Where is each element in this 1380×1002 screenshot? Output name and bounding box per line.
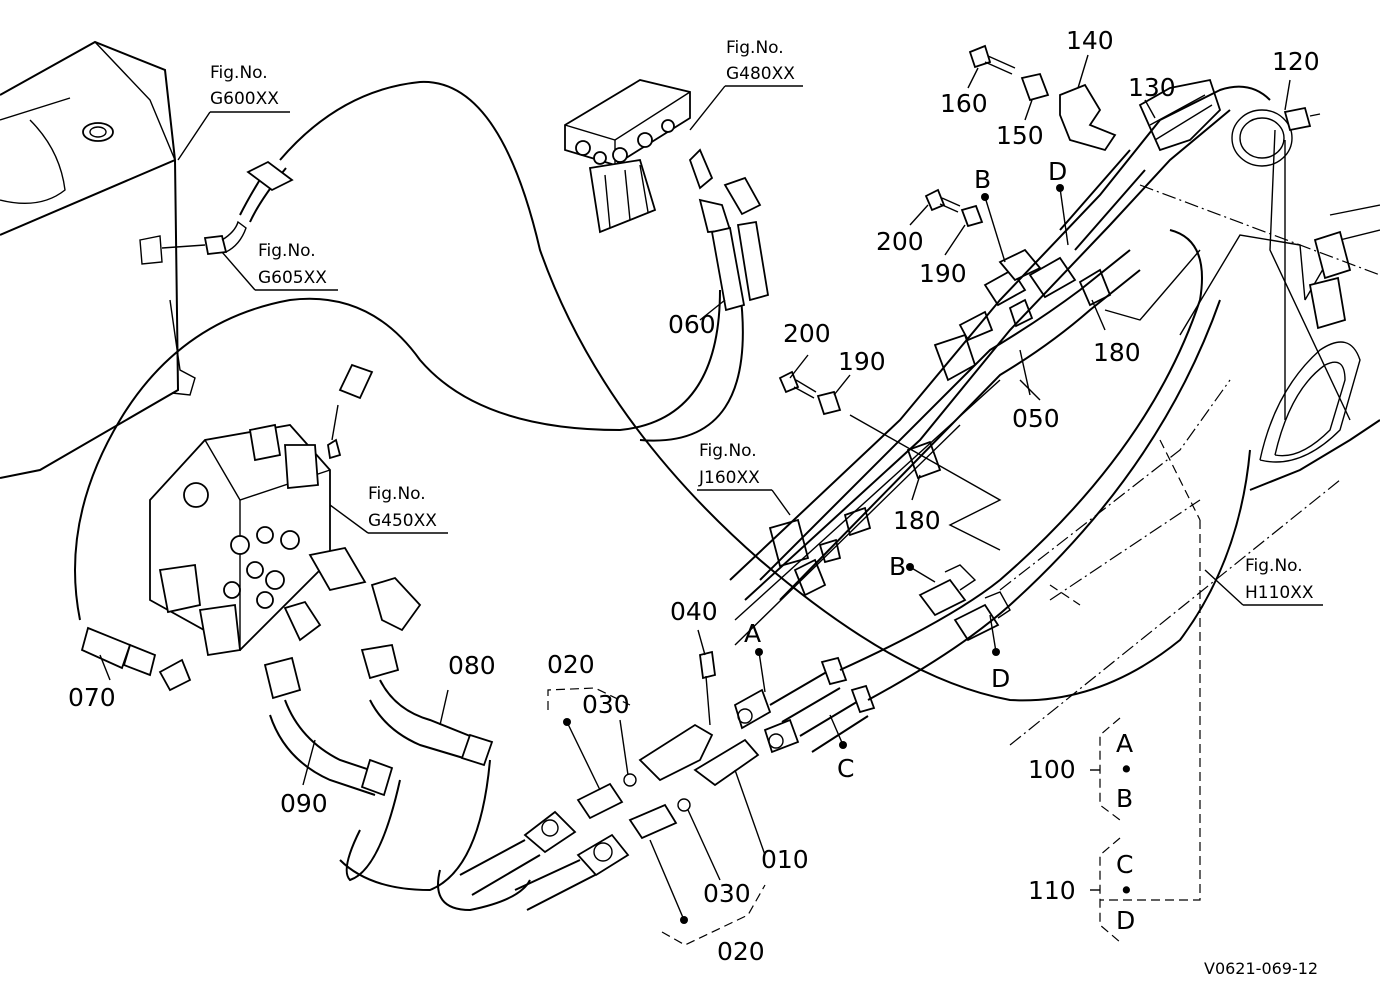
part-label-190-upper: 190	[919, 259, 967, 288]
part-label-030-bottom: 030	[703, 879, 751, 908]
fig-ref-prefix: Fig.No.	[258, 241, 316, 261]
part-label-020-top: 020	[547, 650, 595, 679]
drawing-reference: V0621-069-12	[1204, 959, 1318, 978]
set-100: A • B	[1116, 729, 1134, 813]
part-label-140: 140	[1066, 26, 1114, 55]
part-label-180-left: 180	[893, 506, 941, 535]
fig-ref-g600: Fig.No. G600XX	[210, 63, 279, 109]
part-label-090: 090	[280, 789, 328, 818]
fig-ref-g605: Fig.No. G605XX	[258, 241, 327, 288]
part-label-130: 130	[1128, 73, 1176, 102]
part-labels: 010 020 020 030 030 040 050 060 070 080 …	[68, 26, 1320, 966]
part-label-040: 040	[670, 597, 718, 626]
connection-letter-b-lower: B	[889, 552, 906, 581]
part-label-060: 060	[668, 310, 716, 339]
fig-ref-h110: Fig.No. H110XX	[1245, 556, 1314, 603]
set-bottom-letter: D	[1116, 906, 1135, 935]
part-label-200-lower: 200	[783, 319, 831, 348]
background-linework	[0, 40, 1380, 877]
fig-ref-prefix: Fig.No.	[726, 38, 784, 58]
part-label-120: 120	[1272, 47, 1320, 76]
fig-ref-prefix: Fig.No.	[210, 63, 268, 83]
set-110: C • D	[1116, 850, 1135, 935]
hoses	[74, 80, 1271, 912]
fig-ref-g480: Fig.No. G480XX	[726, 38, 795, 84]
fig-ref-code: G480XX	[726, 64, 795, 84]
fig-ref-code: H110XX	[1245, 583, 1314, 603]
part-label-050: 050	[1012, 404, 1060, 433]
part-label-200-upper: 200	[876, 227, 924, 256]
part-label-080: 080	[448, 651, 496, 680]
part-label-070: 070	[68, 683, 116, 712]
part-label-110: 110	[1028, 876, 1076, 905]
set-top-letter: C	[1116, 850, 1133, 879]
part-label-160: 160	[940, 89, 988, 118]
set-top-letter: A	[1116, 729, 1133, 758]
fig-ref-g450: Fig.No. G450XX	[368, 484, 437, 531]
connection-letter-c: C	[837, 754, 854, 783]
part-label-020-bottom: 020	[717, 937, 765, 966]
part-label-030-top: 030	[582, 690, 630, 719]
set-bottom-letter: B	[1116, 784, 1133, 813]
connection-letter-b-upper: B	[974, 165, 991, 194]
fig-ref-code: G450XX	[368, 511, 437, 531]
fig-ref-code: J160XX	[698, 468, 760, 488]
part-label-180-right: 180	[1093, 338, 1141, 367]
fig-ref-prefix: Fig.No.	[1245, 556, 1303, 576]
fig-ref-code: G605XX	[258, 268, 327, 288]
connection-letter-d-lower: D	[991, 664, 1010, 693]
construction-lines	[99, 54, 1380, 946]
part-label-150: 150	[996, 121, 1044, 150]
fig-ref-code: G600XX	[210, 89, 279, 109]
connection-letter-d-upper: D	[1048, 157, 1067, 186]
connection-letters: A B C D B D	[744, 157, 1067, 783]
connection-letter-a: A	[744, 619, 761, 648]
fig-ref-j160: Fig.No. J160XX	[698, 441, 760, 488]
part-label-010: 010	[761, 845, 809, 874]
set-separator: •	[1119, 755, 1134, 784]
fig-ref-prefix: Fig.No.	[368, 484, 426, 504]
part-label-100: 100	[1028, 755, 1076, 784]
fig-ref-prefix: Fig.No.	[699, 441, 757, 461]
set-separator: •	[1119, 876, 1134, 905]
part-label-190-lower: 190	[838, 347, 886, 376]
dot-markers	[563, 184, 1064, 924]
